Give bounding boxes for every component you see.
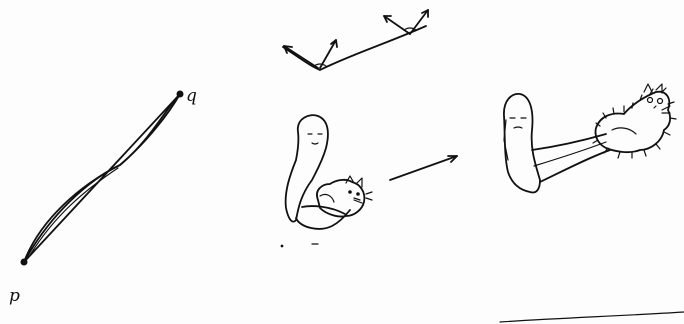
arrow-1 xyxy=(284,46,318,68)
figure-with-cat xyxy=(281,115,372,247)
point-p-label: p xyxy=(9,288,20,305)
figure-head-body xyxy=(504,94,540,193)
page-edge-line xyxy=(500,312,684,322)
point-p-dot xyxy=(21,259,27,265)
straight-line-p-q xyxy=(24,94,180,262)
point-q-dot xyxy=(177,91,183,97)
transition-arrow xyxy=(390,156,457,180)
lens-figure xyxy=(21,91,183,265)
fuzzy-cat xyxy=(595,92,670,152)
point-q-label: q xyxy=(186,88,197,105)
arrow-3 xyxy=(384,16,410,34)
vector-line-figure xyxy=(283,10,428,70)
long-arm-lower xyxy=(540,150,610,182)
arrow-4 xyxy=(410,10,428,34)
base-line xyxy=(283,26,426,70)
figure-long-arm xyxy=(504,84,676,193)
